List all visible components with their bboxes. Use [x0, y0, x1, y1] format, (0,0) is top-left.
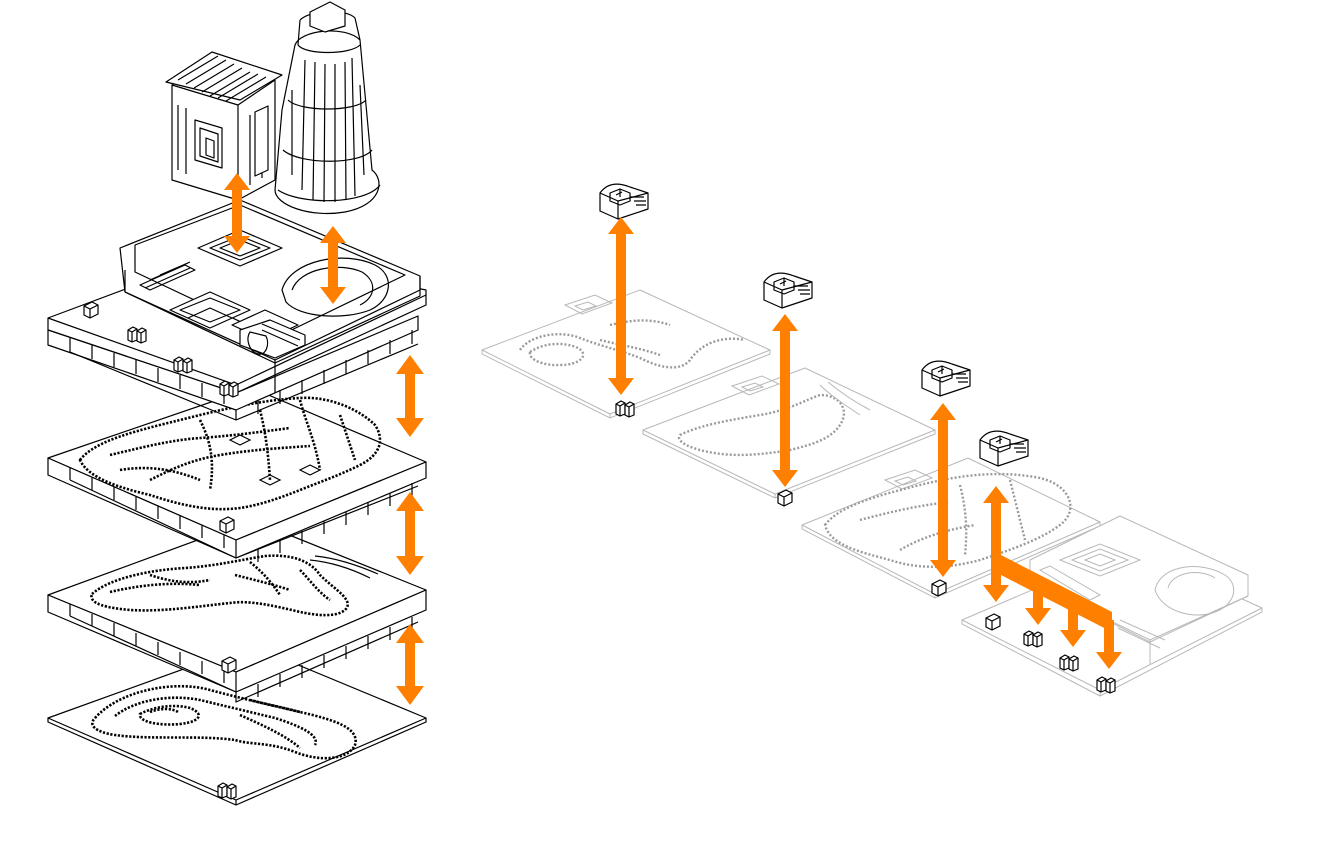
- connector-arrow-street: [396, 492, 424, 575]
- layer-buildings: [165, 1, 381, 215]
- panel-1-marker-icon: [615, 400, 635, 418]
- panel-2-capsule-icon: [763, 272, 813, 309]
- tower-building: [274, 1, 381, 215]
- panel-3-marker-icon: [931, 579, 947, 597]
- layer-city-mass: [47, 519, 427, 703]
- connector-arrow-plinth: [396, 355, 424, 437]
- layer-street-network: [47, 387, 427, 562]
- panel-4-branching-arrow: [983, 486, 1122, 669]
- panel-3-capsule-icon: [921, 360, 971, 397]
- plinth-marker-icon-4: [219, 380, 239, 398]
- connector-arrow-mass: [396, 624, 424, 705]
- sequence-panel-2: [642, 272, 936, 507]
- church-building: [165, 51, 283, 201]
- panel-4-marker-icon: [985, 613, 1001, 631]
- sequence-panel-3: [801, 360, 1101, 599]
- panel-1-capsule-icon: [599, 183, 649, 220]
- layer-topography: [47, 644, 427, 806]
- panel-4-marker-icon-2: [1023, 630, 1043, 648]
- connector-arrow-church: [224, 173, 250, 253]
- sequence-panel-1: [481, 183, 771, 419]
- plinth-marker-icon-3: [173, 356, 193, 374]
- plinth-marker-icon-2: [127, 326, 147, 344]
- panel-3-connector-arrow: [930, 403, 956, 577]
- topography-marker-icon: [217, 782, 237, 800]
- connector-arrow-tower: [320, 226, 346, 304]
- panel-4-marker-icon-3: [1059, 654, 1079, 672]
- panel-1-connector-arrow: [608, 217, 634, 395]
- panel-4-capsule-icon: [979, 430, 1029, 467]
- panel-2-marker-icon: [777, 489, 793, 507]
- stack-connector-arrows: [224, 173, 424, 705]
- panel-2-connector-arrow: [772, 314, 798, 487]
- sequence-panel-4: [961, 430, 1263, 697]
- panel-4-marker-icon-4: [1096, 676, 1116, 694]
- street-network-marker-icon: [219, 516, 235, 534]
- city-mass-marker-icon: [221, 656, 237, 674]
- plinth-marker-icon: [83, 301, 99, 319]
